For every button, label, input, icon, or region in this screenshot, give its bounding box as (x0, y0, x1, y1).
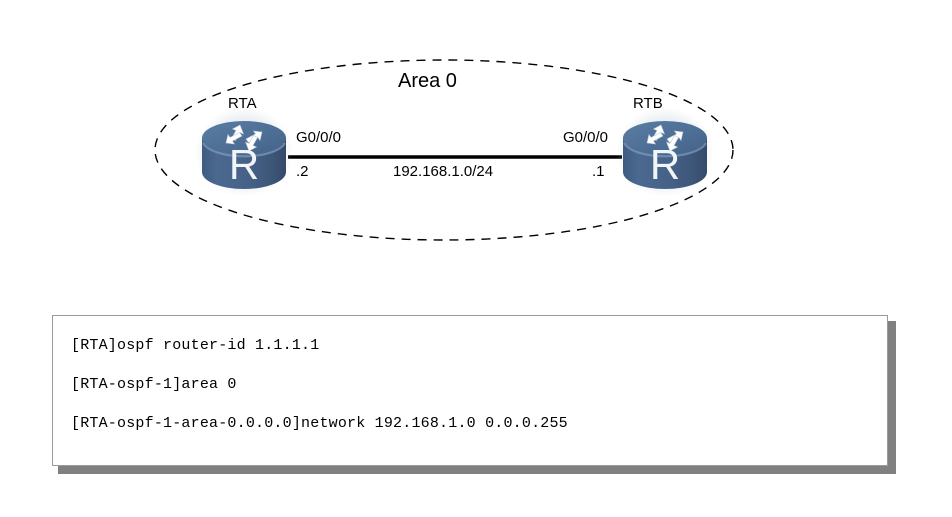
cli-line-2: [RTA-ospf-1]area 0 (71, 376, 237, 393)
interface-label-rta: G0/0/0 (296, 129, 342, 146)
ip-suffix-label-rtb: .1 (592, 163, 605, 180)
ospf-area-boundary (154, 59, 734, 241)
router-icon-rtb[interactable] (614, 105, 716, 199)
cli-line-1: [RTA]ospf router-id 1.1.1.1 (71, 337, 320, 354)
router-label-rta: RTA (228, 95, 257, 112)
cli-configuration-block: [RTA]ospf router-id 1.1.1.1 [RTA-ospf-1]… (52, 315, 888, 466)
cli-line-3: [RTA-ospf-1-area-0.0.0.0]network 192.168… (71, 415, 568, 432)
topology-canvas: R (154, 59, 734, 241)
interface-label-rtb: G0/0/0 (563, 129, 609, 146)
network-topology-diagram: R Area 0 RTA RTB G0/0/0 G0/0/0 .2 .1 192… (154, 59, 734, 241)
ip-suffix-label-rta: .2 (296, 163, 309, 180)
router-label-rtb: RTB (633, 95, 663, 112)
area-label: Area 0 (398, 70, 457, 92)
subnet-label: 192.168.1.0/24 (393, 163, 494, 180)
router-icon-rta[interactable] (193, 105, 295, 199)
